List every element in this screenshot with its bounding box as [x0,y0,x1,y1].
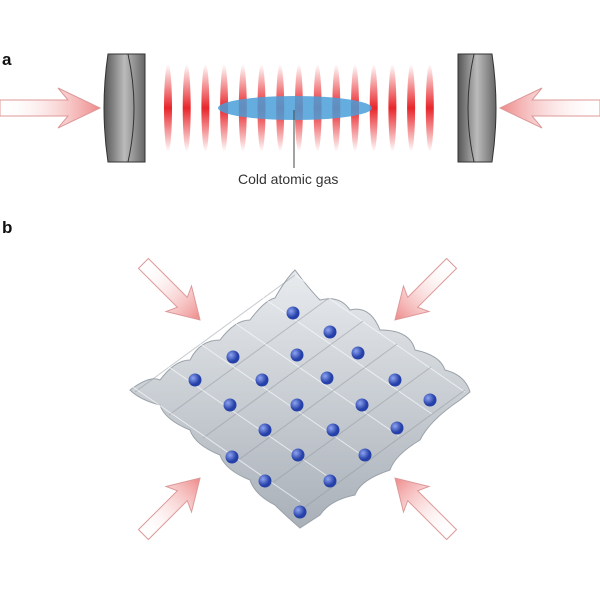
atom [188,373,202,387]
atom [290,398,304,412]
laser-arrow-right [498,87,600,129]
laser-arrows-diagonal [137,257,458,541]
atom [291,448,305,462]
potential-surface [129,269,471,529]
optical-cavity [0,53,600,168]
laser-arrow-bottom-right [394,477,458,541]
atom [358,448,372,462]
atom [258,423,272,437]
atom [320,371,334,385]
laser-arrow-bottom-left [137,477,201,541]
atom [223,398,237,412]
atom [290,348,304,362]
atom [388,373,402,387]
atom [423,393,437,407]
fringe [201,64,210,152]
fringe [425,64,434,152]
atom [258,474,272,488]
fringe [369,64,378,152]
fringe [164,64,172,152]
atom [286,306,300,320]
fringe [407,64,416,152]
panel-label-b: b [2,218,13,237]
atom [226,350,240,364]
fringe [182,64,191,152]
atom [293,505,307,519]
mirror-right [457,53,497,163]
atom [351,346,365,360]
atom [323,325,337,339]
laser-arrow-left [0,87,102,129]
atom [355,398,369,412]
fringe [388,64,397,152]
atom [255,373,269,387]
cold-atomic-gas-cloud [218,96,372,120]
atom [225,450,239,464]
atom [323,474,337,488]
cold-atomic-gas-label: Cold atomic gas [238,171,339,187]
atoms [188,306,437,519]
panel-label-a: a [2,50,12,69]
optical-lattice-2d [129,257,471,541]
atom [326,423,340,437]
mirror-left [103,53,146,163]
laser-arrow-top-left [137,257,201,321]
laser-arrow-top-right [394,257,458,321]
atom [390,421,404,435]
